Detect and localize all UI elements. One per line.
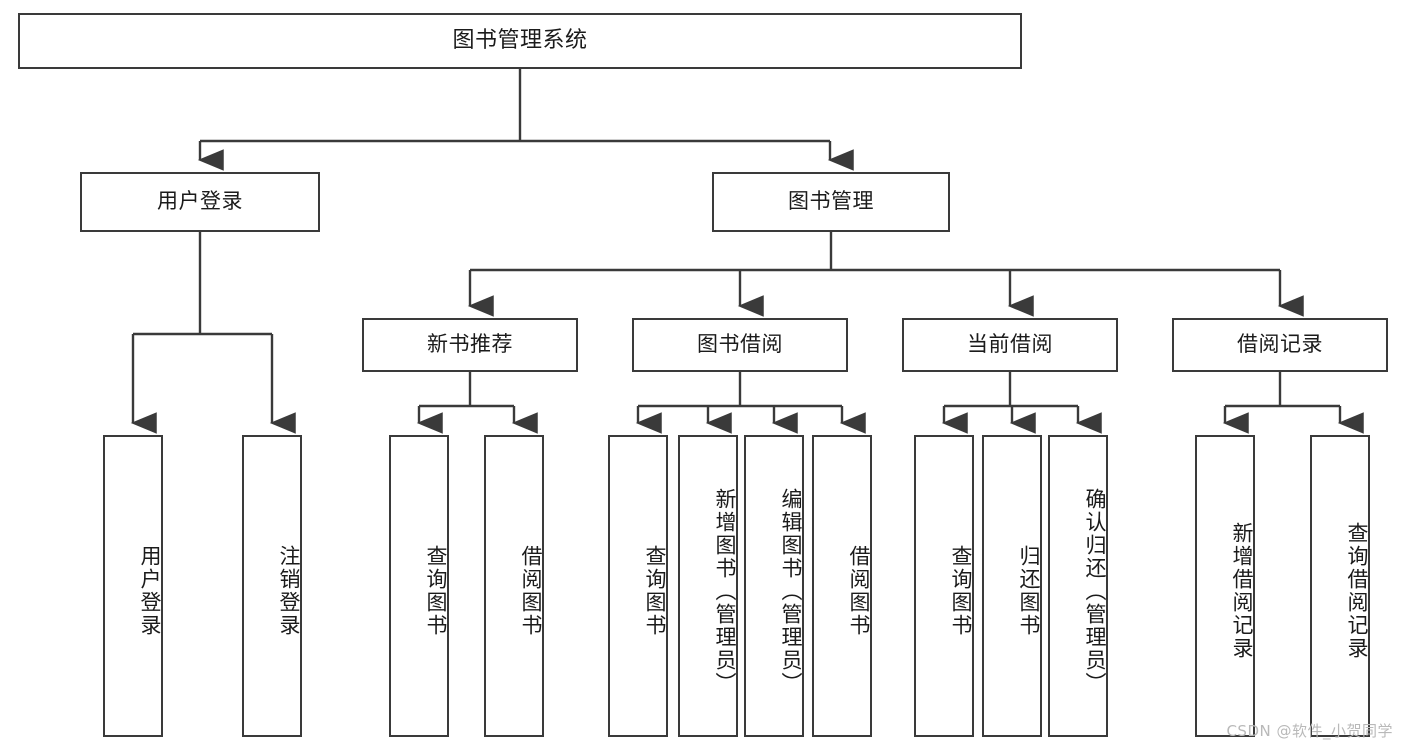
- node-leaf-query-book-1-label: 查询图书: [424, 545, 448, 637]
- node-leaf-query-book-2-label: 查询图书: [643, 545, 667, 637]
- node-leaf-edit-book[interactable]: 编辑图书（管理员）: [744, 435, 804, 737]
- node-current-borrow-label: 当前借阅: [967, 332, 1053, 357]
- node-leaf-borrow-book-2-label: 借阅图书: [847, 545, 871, 637]
- node-current-borrow[interactable]: 当前借阅: [902, 318, 1118, 372]
- node-user-login-label: 用户登录: [157, 189, 243, 214]
- node-borrow-record-label: 借阅记录: [1237, 332, 1323, 357]
- node-leaf-add-record[interactable]: 新增借阅记录: [1195, 435, 1255, 737]
- node-leaf-add-book-label: 新增图书（管理员）: [713, 487, 737, 695]
- node-book-borrow[interactable]: 图书借阅: [632, 318, 848, 372]
- node-leaf-add-book[interactable]: 新增图书（管理员）: [678, 435, 738, 737]
- node-root[interactable]: 图书管理系统: [18, 13, 1022, 69]
- node-leaf-query-record[interactable]: 查询借阅记录: [1310, 435, 1370, 737]
- node-leaf-query-book-3-label: 查询图书: [949, 545, 973, 637]
- node-new-book-recommend[interactable]: 新书推荐: [362, 318, 578, 372]
- node-leaf-logout[interactable]: 注销登录: [242, 435, 302, 737]
- node-leaf-edit-book-label: 编辑图书（管理员）: [779, 487, 803, 695]
- node-leaf-user-login-label: 用户登录: [138, 545, 162, 637]
- node-leaf-user-login[interactable]: 用户登录: [103, 435, 163, 737]
- node-leaf-borrow-book-1[interactable]: 借阅图书: [484, 435, 544, 737]
- node-user-login[interactable]: 用户登录: [80, 172, 320, 232]
- node-book-management-label: 图书管理: [788, 189, 874, 214]
- node-leaf-borrow-book-1-label: 借阅图书: [519, 545, 543, 637]
- node-borrow-record[interactable]: 借阅记录: [1172, 318, 1388, 372]
- node-leaf-query-book-3[interactable]: 查询图书: [914, 435, 974, 737]
- node-leaf-borrow-book-2[interactable]: 借阅图书: [812, 435, 872, 737]
- node-leaf-return-book[interactable]: 归还图书: [982, 435, 1042, 737]
- node-book-management[interactable]: 图书管理: [712, 172, 950, 232]
- node-new-book-recommend-label: 新书推荐: [427, 332, 513, 357]
- node-leaf-query-book-1[interactable]: 查询图书: [389, 435, 449, 737]
- node-leaf-add-record-label: 新增借阅记录: [1230, 522, 1254, 660]
- node-root-label: 图书管理系统: [452, 27, 588, 53]
- node-leaf-query-record-label: 查询借阅记录: [1345, 522, 1369, 660]
- node-leaf-query-book-2[interactable]: 查询图书: [608, 435, 668, 737]
- node-leaf-logout-label: 注销登录: [277, 545, 301, 637]
- node-book-borrow-label: 图书借阅: [697, 332, 783, 357]
- watermark-text: CSDN @软件_小贺同学: [1226, 722, 1393, 740]
- node-leaf-confirm-return[interactable]: 确认归还（管理员）: [1048, 435, 1108, 737]
- node-leaf-return-book-label: 归还图书: [1017, 545, 1041, 637]
- node-leaf-confirm-return-label: 确认归还（管理员）: [1083, 487, 1107, 695]
